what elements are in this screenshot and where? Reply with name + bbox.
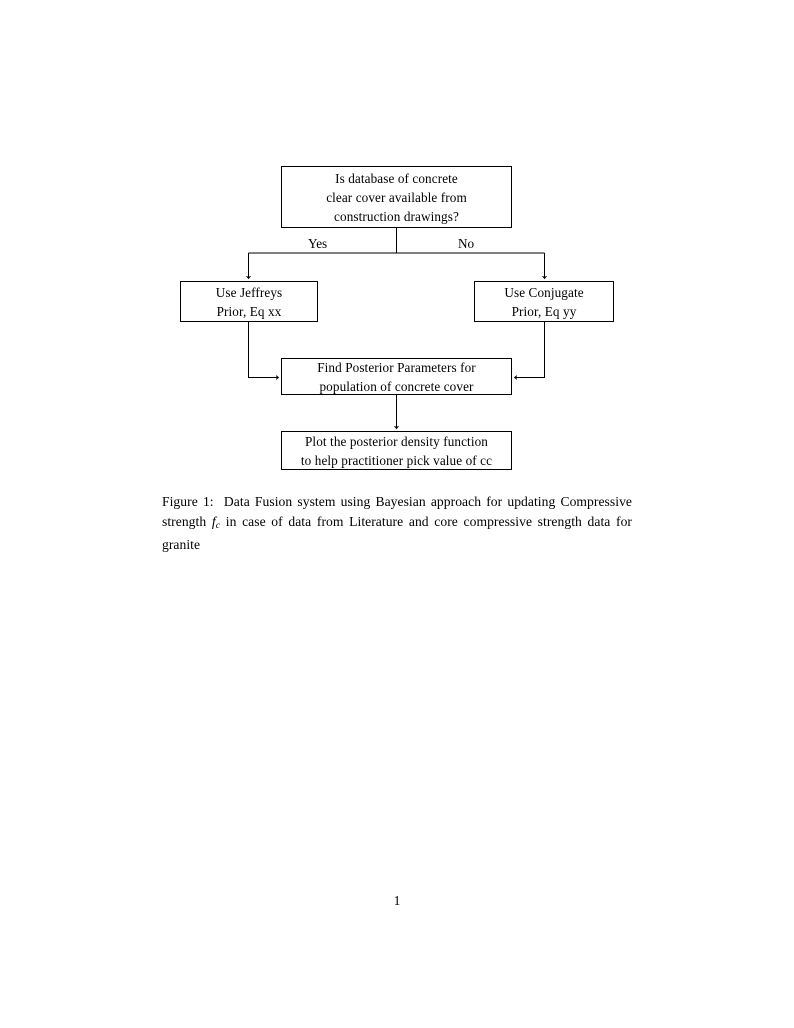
- flowchart-figure: Is database of concrete clear cover avai…: [0, 0, 794, 490]
- jeffreys-line-1: Use Jeffreys: [215, 284, 283, 300]
- connector-jeffreys-to-posterior: [248, 322, 280, 381]
- decision-line-3: construction drawings?: [334, 208, 459, 224]
- connector-conjugate-to-posterior: [513, 322, 545, 381]
- flowchart-node-conjugate-prior: Use Conjugate Prior, Eq yy: [474, 281, 614, 322]
- flowchart-node-find-posterior-parameters: Find Posterior Parameters for population…: [281, 358, 512, 395]
- posterior-line-1: Find Posterior Parameters for: [317, 359, 476, 375]
- caption-label: Figure 1:: [162, 494, 214, 509]
- plot-line-2: to help practitioner pick value of cc: [300, 452, 493, 468]
- decision-line-1: Is database of concrete: [335, 170, 458, 186]
- figure-caption: Figure 1: Data Fusion system using Bayes…: [162, 492, 632, 555]
- math-subscript: c: [215, 519, 221, 531]
- flowchart-node-plot-posterior-density: Plot the posterior density function to h…: [281, 431, 512, 470]
- edge-label-no: No: [458, 236, 475, 251]
- caption-math-fc: fc: [211, 513, 221, 531]
- caption-text-before: [214, 494, 224, 509]
- caption-body-after-math: in case of data from Literature and core…: [162, 513, 633, 553]
- jeffreys-line-2: Prior, Eq xx: [216, 303, 282, 319]
- conjugate-line-2: Prior, Eq yy: [511, 303, 577, 319]
- decision-line-2: clear cover available from: [326, 189, 467, 205]
- posterior-line-2: population of concrete cover: [319, 378, 474, 394]
- conjugate-line-1: Use Conjugate: [504, 284, 584, 300]
- flowchart-node-decision: Is database of concrete clear cover avai…: [281, 166, 512, 228]
- page-number: 1: [393, 893, 401, 908]
- math-base: f: [211, 513, 216, 529]
- flowchart-connectors: [245, 228, 548, 430]
- plot-line-1: Plot the posterior density function: [305, 433, 488, 449]
- edge-label-yes: Yes: [308, 236, 328, 251]
- flowchart-node-jeffreys-prior: Use Jeffreys Prior, Eq xx: [180, 281, 318, 322]
- caption-body-before-math: Data Fusion system using Bayesian approa…: [162, 494, 632, 529]
